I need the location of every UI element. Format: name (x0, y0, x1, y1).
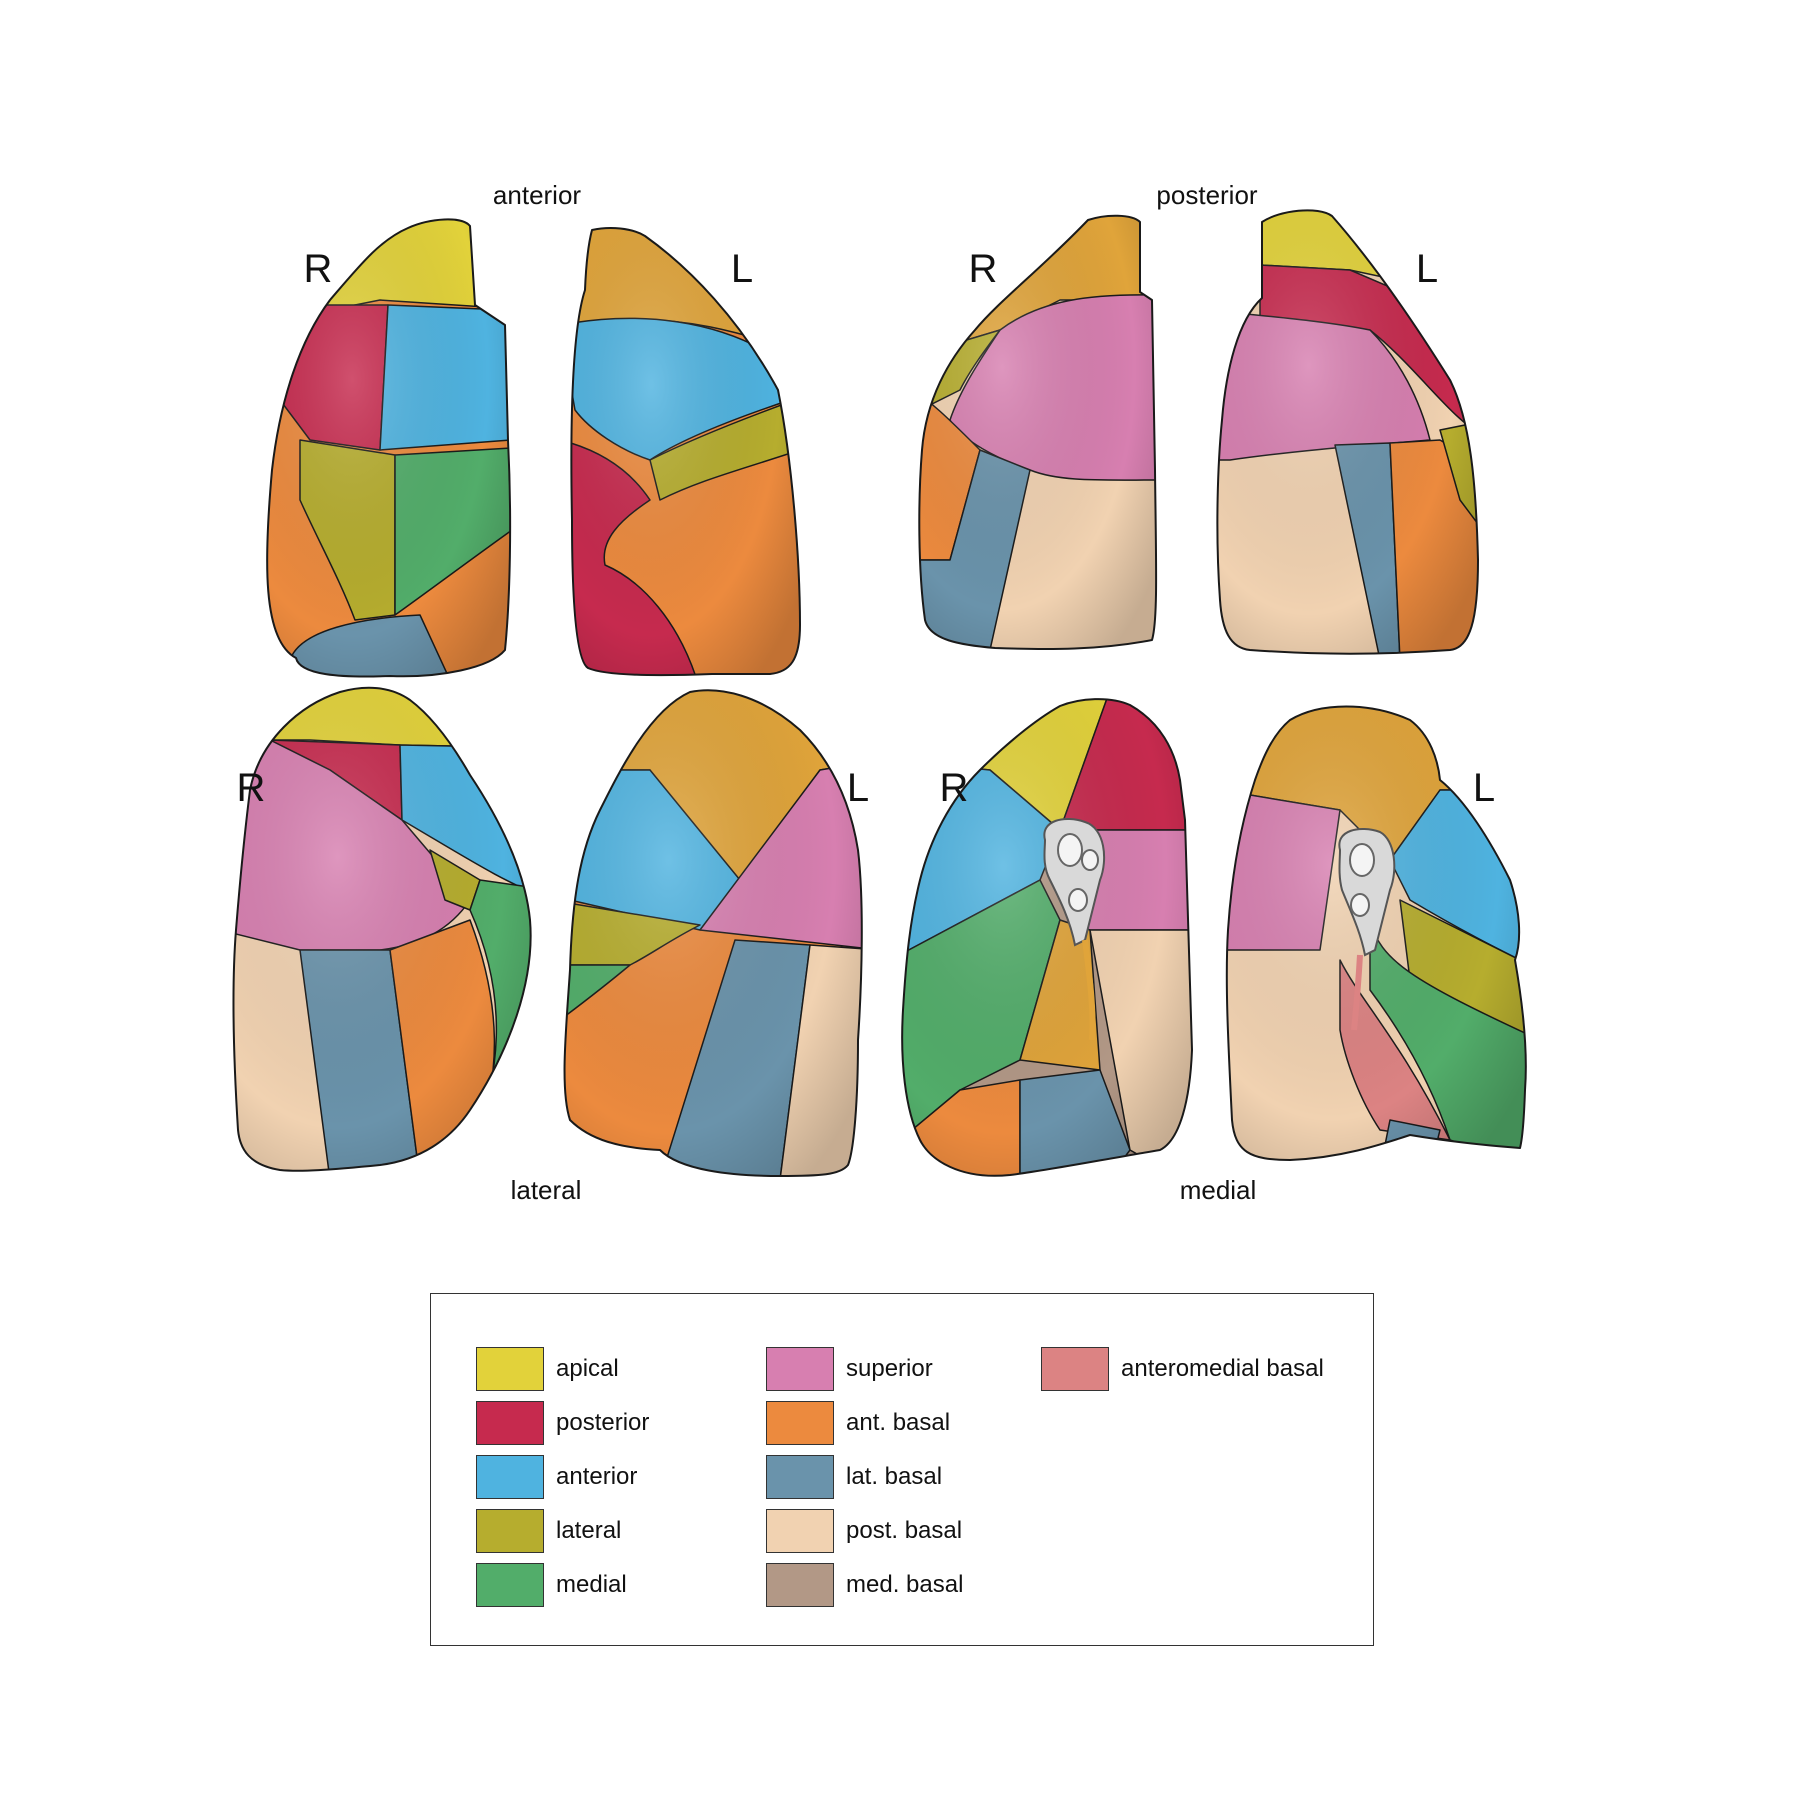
lung-posterior-left (1216, 209, 1479, 655)
legend-item-lat-basal: lat. basal (766, 1454, 942, 1500)
legend-label: anterior (556, 1463, 638, 1490)
side-label-medial-right: R (939, 766, 969, 810)
side-label-anterior-right: R (303, 247, 333, 291)
legend-item-anterior: anterior (476, 1454, 637, 1500)
outline-lat-l (563, 689, 863, 1177)
legend-item-lateral: lateral (476, 1508, 621, 1554)
legend-swatch (1041, 1347, 1109, 1391)
legend-item-superior: superior (766, 1346, 933, 1392)
outline-ant-r (266, 218, 512, 678)
legend-label: lateral (556, 1517, 622, 1544)
lung-medial-left (1225, 705, 1527, 1161)
legend-item-posterior: posterior (476, 1400, 649, 1446)
outline-lat-r (232, 686, 532, 1172)
legend-label: med. basal (846, 1571, 964, 1598)
legend-swatch (766, 1347, 834, 1391)
side-label-lateral-right: R (236, 766, 266, 810)
outline-ant-l (570, 227, 801, 677)
legend-swatch (476, 1347, 544, 1391)
legend-swatch (476, 1455, 544, 1499)
side-label-lateral-left: L (846, 766, 870, 810)
side-label-posterior-right: R (968, 247, 998, 291)
legend-label: lat. basal (846, 1463, 943, 1490)
legend-item-anteromedial-basal: anteromedial basal (1041, 1346, 1324, 1392)
legend-item-medial: medial (476, 1562, 627, 1608)
hilum-right (1043, 818, 1106, 1041)
lung-posterior-right (918, 214, 1158, 651)
legend-item-ant-basal: ant. basal (766, 1400, 950, 1446)
legend-item-apical: apical (476, 1346, 619, 1392)
lung-anterior-left (570, 227, 801, 677)
legend-swatch (476, 1563, 544, 1607)
legend-swatch (766, 1509, 834, 1553)
outline-post-l (1216, 209, 1479, 655)
legend-swatch (476, 1509, 544, 1553)
legend-swatch (766, 1401, 834, 1445)
outline-post-r (918, 214, 1158, 651)
legend-item-med-basal: med. basal (766, 1562, 963, 1608)
hilum-left (1338, 828, 1396, 1031)
legend-label: post. basal (846, 1517, 963, 1544)
view-label-posterior: posterior (1156, 180, 1258, 210)
legend-swatch (476, 1401, 544, 1445)
legend-label: ant. basal (846, 1409, 951, 1436)
view-label-medial: medial (1179, 1175, 1257, 1205)
view-label-anterior: anterior (492, 180, 582, 210)
lung-lateral-right (232, 686, 532, 1172)
legend-swatch (766, 1563, 834, 1607)
legend-label: posterior (556, 1409, 650, 1436)
legend-label: superior (846, 1355, 933, 1382)
lung-anterior-right (266, 218, 512, 678)
lung-medial-right (901, 698, 1193, 1177)
legend-label: medial (556, 1571, 627, 1598)
side-label-posterior-left: L (1415, 247, 1439, 291)
lung-lateral-left (563, 689, 863, 1177)
legend: apical posterior anterior lateral medial supe… (430, 1293, 1374, 1646)
legend-label: anteromedial basal (1121, 1355, 1324, 1382)
legend-label: apical (556, 1355, 619, 1382)
side-label-anterior-left: L (730, 247, 754, 291)
view-label-lateral: lateral (510, 1175, 582, 1205)
outline-med-r (901, 698, 1193, 1177)
side-label-medial-left: L (1472, 766, 1496, 810)
legend-swatch (766, 1455, 834, 1499)
legend-item-post-basal: post. basal (766, 1508, 962, 1554)
